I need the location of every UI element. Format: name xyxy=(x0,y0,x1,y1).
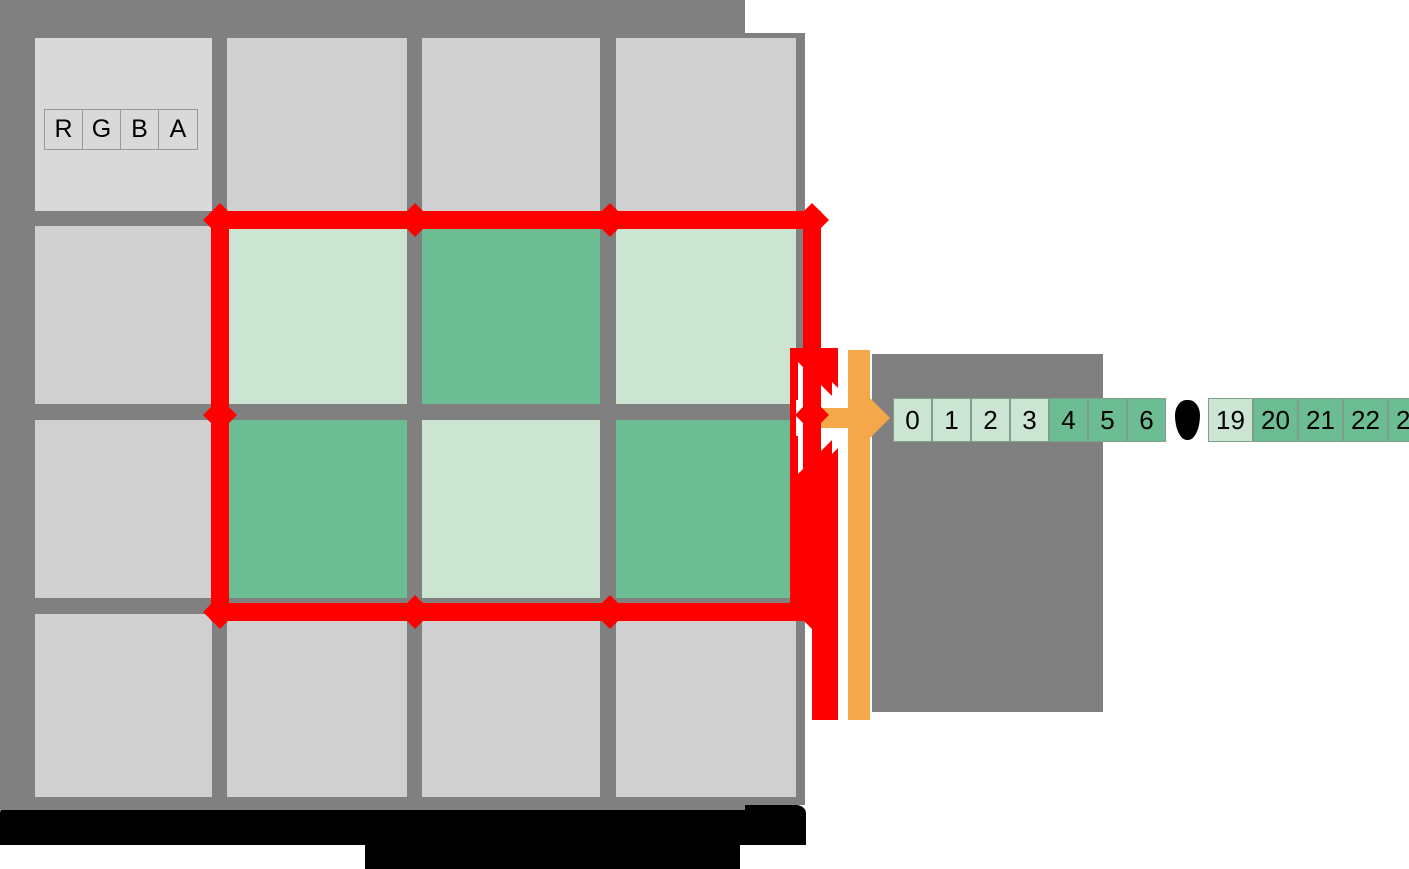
rgba-cell-r[interactable]: R xyxy=(45,110,83,149)
array-cell-4[interactable]: 4 xyxy=(1049,398,1088,442)
grid-cell-2-3[interactable] xyxy=(616,420,796,598)
grid-cell-2-1[interactable] xyxy=(227,420,407,598)
grid-cell-3-3[interactable] xyxy=(616,614,796,797)
grid-cell-1-2[interactable] xyxy=(422,226,600,404)
array-cell-6[interactable]: 6 xyxy=(1127,398,1166,442)
grid-cell-1-3[interactable] xyxy=(616,226,796,404)
array-cell-22[interactable]: 22 xyxy=(1343,398,1388,442)
array-cell-5[interactable]: 5 xyxy=(1088,398,1127,442)
handle-bottom-left xyxy=(203,595,237,629)
array-cell-3[interactable]: 3 xyxy=(1010,398,1049,442)
grid-cell-1-1[interactable] xyxy=(227,226,407,404)
handle-top-left xyxy=(203,203,237,237)
ellipsis-drop-icon xyxy=(1174,400,1200,440)
array-cell-23[interactable]: 23 xyxy=(1388,398,1409,442)
clipped-bottom-caption xyxy=(365,838,740,869)
grid-cell-3-2[interactable] xyxy=(422,614,600,797)
grid-cell-0-1[interactable] xyxy=(227,38,407,211)
array-cell-1[interactable]: 1 xyxy=(932,398,971,442)
handle-right-mid xyxy=(795,398,829,432)
rgba-cell-g[interactable]: G xyxy=(83,110,121,149)
handle-bottom-right xyxy=(795,595,829,629)
handle-top-mid-1 xyxy=(398,203,432,237)
grid-cell-0-2[interactable] xyxy=(422,38,600,211)
array-cell-2[interactable]: 2 xyxy=(971,398,1010,442)
rgba-component-table: R G B A xyxy=(44,109,198,150)
grid-cell-3-1[interactable] xyxy=(227,614,407,797)
handle-top-mid-2 xyxy=(593,203,627,237)
rgba-cell-b[interactable]: B xyxy=(121,110,159,149)
grid-cell-3-0[interactable] xyxy=(35,614,212,797)
grid-cell-1-0[interactable] xyxy=(35,226,212,404)
array-cell-20[interactable]: 20 xyxy=(1253,398,1298,442)
selection-rectangle[interactable] xyxy=(195,195,829,629)
selection-handles xyxy=(203,203,829,629)
handle-bottom-mid-1 xyxy=(398,595,432,629)
grid-cell-0-3[interactable] xyxy=(616,38,796,211)
grid-cell-2-0[interactable] xyxy=(35,420,212,598)
handle-bottom-mid-2 xyxy=(593,595,627,629)
array-ellipsis-marker xyxy=(1166,398,1208,442)
handle-top-right xyxy=(795,203,829,237)
handle-left-mid xyxy=(203,398,237,432)
array-cell-0[interactable]: 0 xyxy=(893,398,932,442)
array-cell-21[interactable]: 21 xyxy=(1298,398,1343,442)
array-cell-19[interactable]: 19 xyxy=(1208,398,1253,442)
linear-array-strip: 0 1 2 3 4 5 6 19 20 21 22 23 xyxy=(893,398,1409,442)
connector-orange-arrow xyxy=(808,392,890,444)
rgba-cell-a[interactable]: A xyxy=(169,115,187,143)
grid-cell-2-2[interactable] xyxy=(422,420,600,598)
